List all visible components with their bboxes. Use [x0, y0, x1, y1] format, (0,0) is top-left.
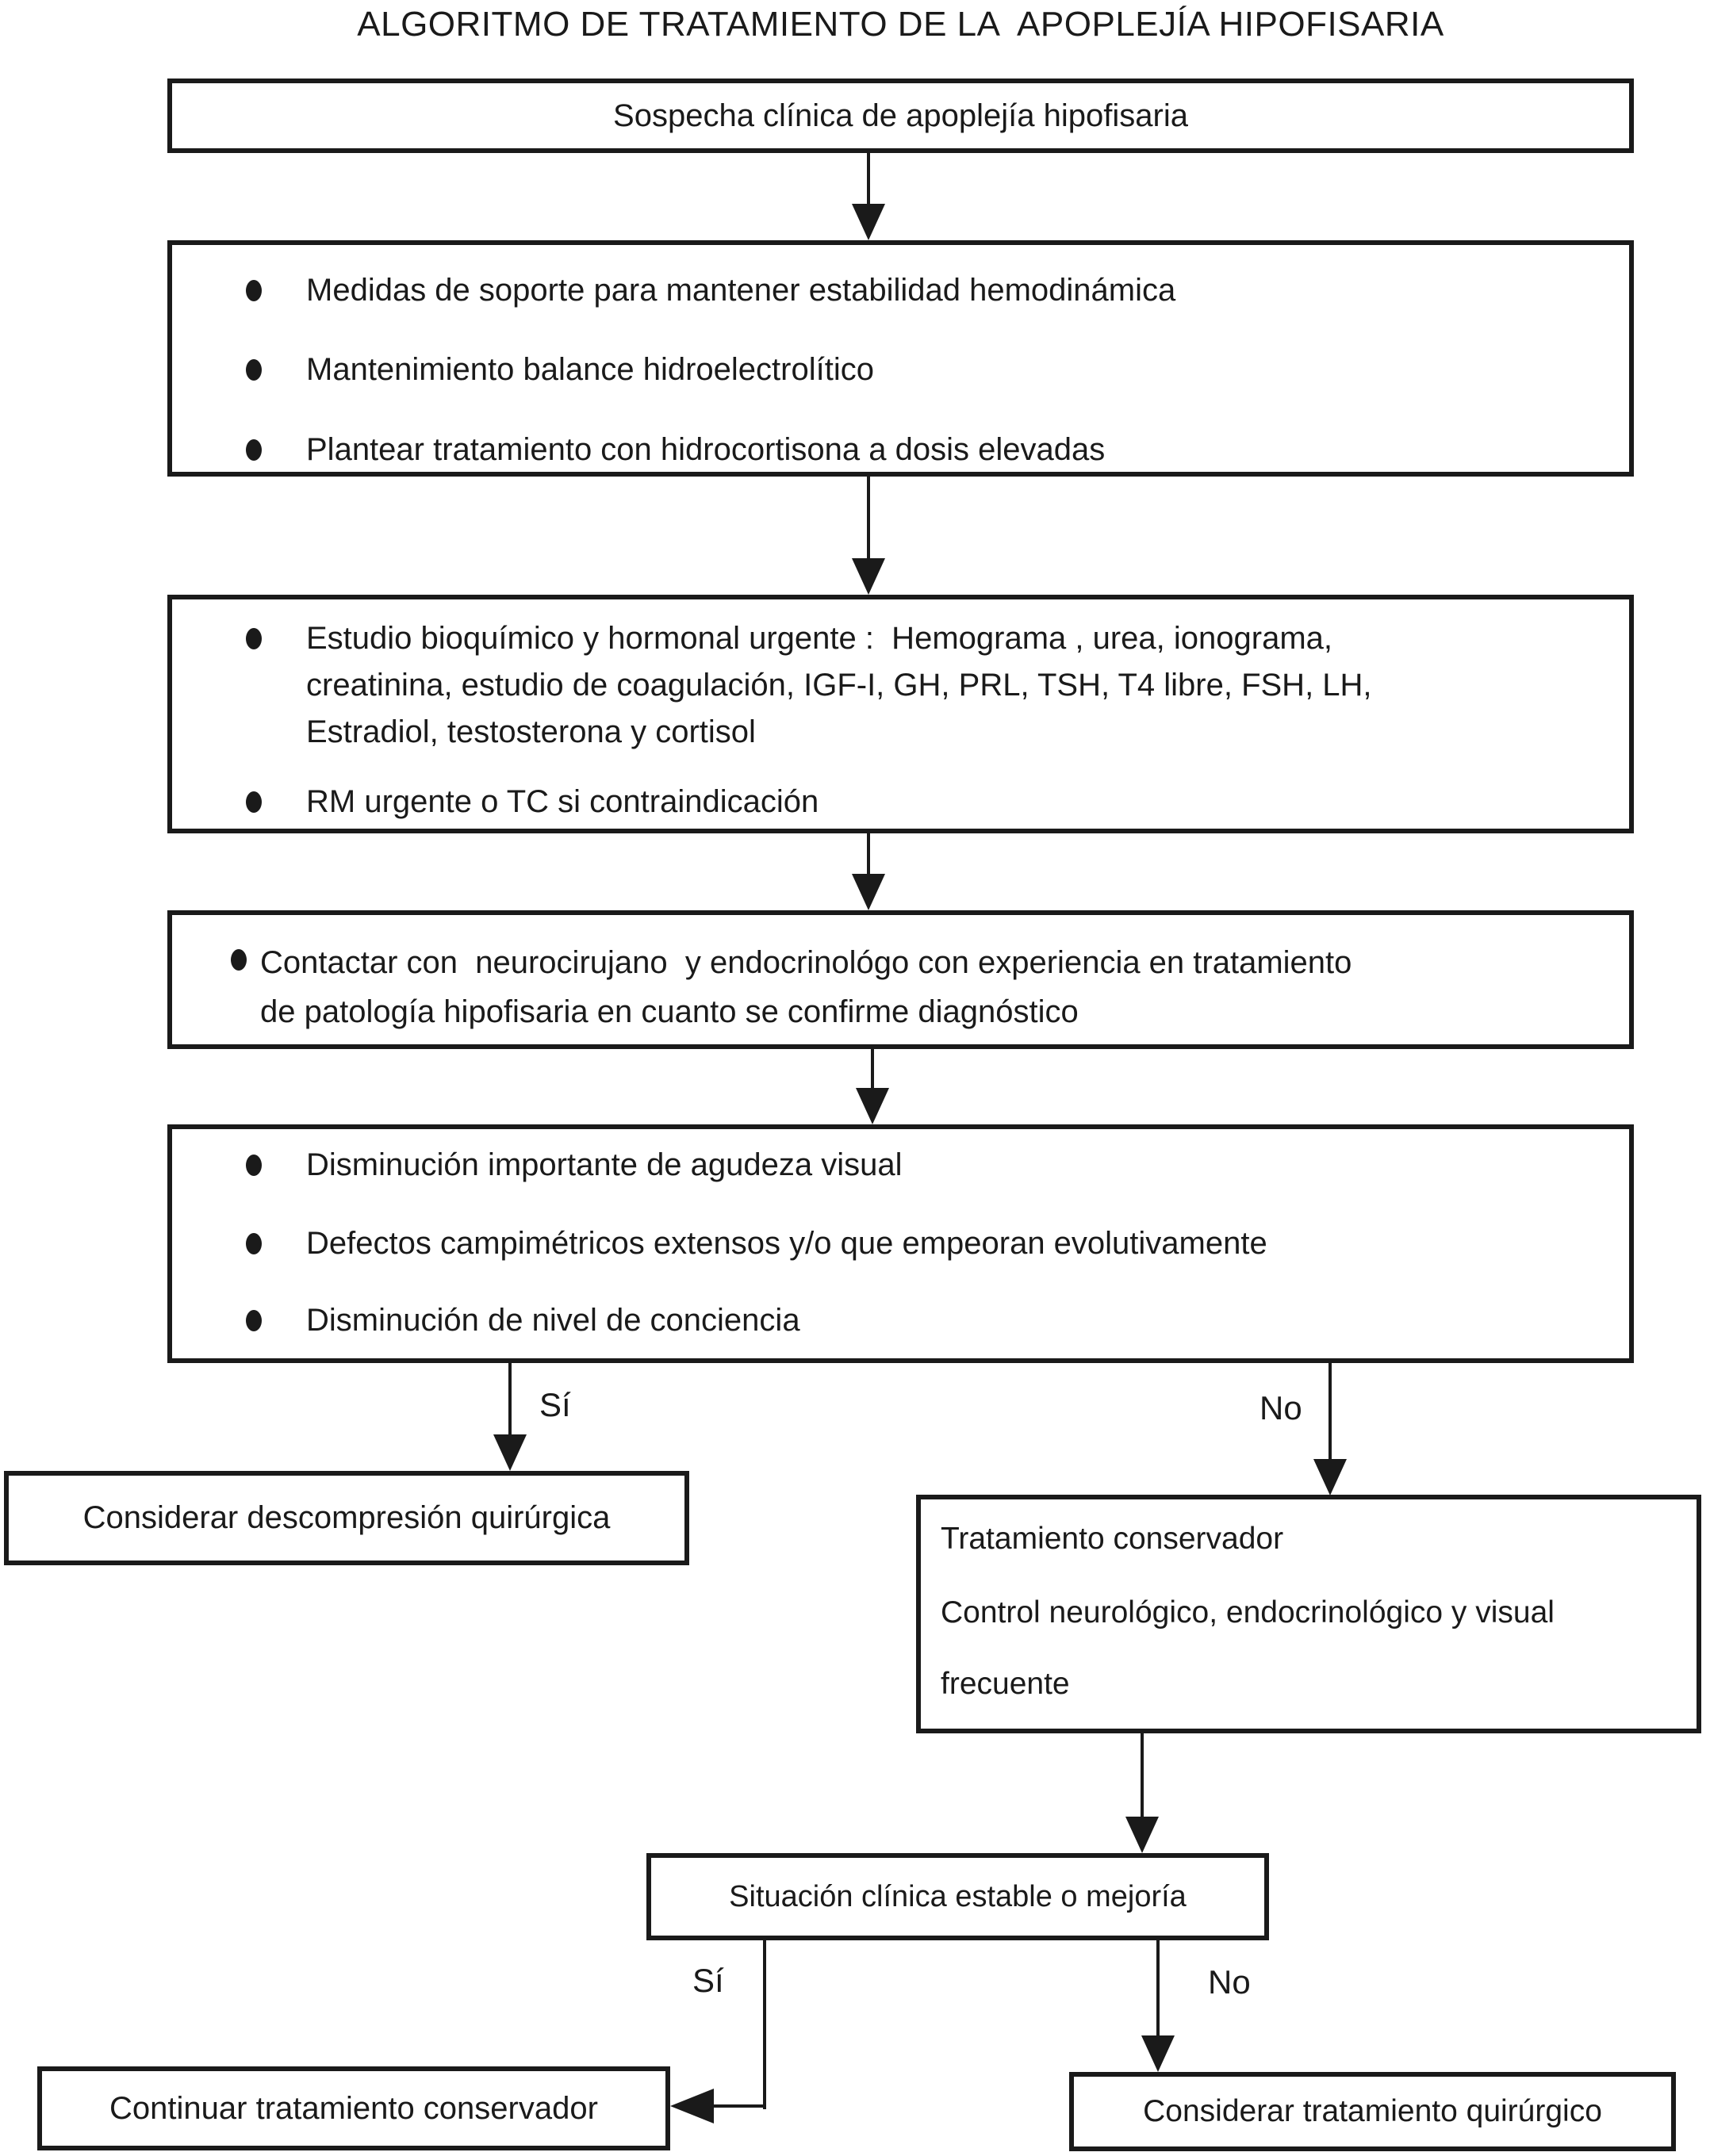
list-item: Mantenimiento balance hidroelectrolítico: [246, 347, 1597, 393]
supportive-bullet-3: Plantear tratamiento con hidrocortisona …: [306, 432, 1106, 467]
bullet-icon: [246, 791, 262, 813]
conservative-line-2: Control neurológico, endocrinológico y v…: [941, 1595, 1555, 1629]
bullet-icon: [246, 439, 262, 461]
arrow-criteria-no-head-icon: [1313, 1459, 1347, 1495]
arrow-support-to-workup-head-icon: [852, 558, 885, 595]
bullet-icon: [246, 359, 262, 381]
list-item: RM urgente o TC si contraindicación: [246, 779, 1582, 825]
criteria-bullet-2: Defectos campimétricos extensos y/o que …: [306, 1226, 1267, 1261]
node-surgical-decompression-label: Considerar descompresión quirúrgica: [82, 1500, 611, 1535]
workup-bullet-2: RM urgente o TC si contraindicación: [306, 784, 819, 819]
node-consider-surgery-label: Considerar tratamiento quirúrgico: [1143, 2094, 1602, 2128]
contact-bullet-1: Contactar con neurocirujano y endocrinol…: [260, 945, 1352, 1029]
yes-label-criteria: Sí: [539, 1386, 571, 1423]
supportive-bullet-1: Medidas de soporte para mantener estabil…: [306, 273, 1176, 308]
node-surgical-decompression: Considerar descompresión quirúrgica: [4, 1471, 689, 1565]
node-suspicion-label: Sospecha clínica de apoplejía hipofisari…: [613, 98, 1188, 133]
arrow-workup-to-contact-head-icon: [852, 874, 885, 910]
arrow-criteria-yes-head-icon: [493, 1434, 527, 1471]
arrow-contact-to-criteria-line: [871, 1049, 874, 1090]
no-label-criteria: No: [1259, 1389, 1302, 1426]
criteria-bullet-1: Disminución importante de agudeza visual: [306, 1147, 903, 1182]
list-item: Defectos campimétricos extensos y/o que …: [246, 1220, 1597, 1267]
no-label-stability: No: [1208, 1963, 1251, 2001]
bullet-icon: [231, 949, 247, 971]
criteria-bullet-3: Disminución de nivel de conciencia: [306, 1303, 800, 1338]
node-consider-surgery: Considerar tratamiento quirúrgico: [1069, 2072, 1676, 2151]
arrow-stability-no-line: [1156, 1940, 1160, 2035]
bullet-icon: [246, 280, 262, 301]
arrow-stability-yes-hline: [706, 2104, 766, 2108]
node-urgent-workup: Estudio bioquímico y hormonal urgente : …: [167, 595, 1634, 833]
arrow-stability-no-head-icon: [1141, 2035, 1175, 2072]
node-conservative-treatment: Tratamiento conservador Control neurológ…: [916, 1495, 1701, 1733]
arrow-stability-yes-vline: [763, 1940, 766, 2109]
arrow-suspicion-to-support-head-icon: [852, 204, 885, 240]
arrow-conservative-to-stability-line: [1141, 1733, 1144, 1817]
list-item: Plantear tratamiento con hidrocortisona …: [246, 427, 1597, 473]
conservative-line-1: Tratamiento conservador: [941, 1522, 1284, 1556]
node-severity-criteria: Disminución importante de agudeza visual…: [167, 1124, 1634, 1363]
node-clinical-stability: Situación clínica estable o mejoría: [646, 1853, 1269, 1940]
list-item: Contactar con neurocirujano y endocrinol…: [231, 938, 1605, 1036]
yes-label-stability: Sí: [692, 1962, 724, 1999]
node-continue-conservative: Continuar tratamiento conservador: [37, 2066, 670, 2150]
arrow-support-to-workup-line: [867, 477, 870, 558]
supportive-bullet-2: Mantenimiento balance hidroelectrolítico: [306, 352, 874, 387]
node-contact-specialists: Contactar con neurocirujano y endocrinol…: [167, 910, 1634, 1049]
node-clinical-stability-label: Situación clínica estable o mejoría: [729, 1879, 1187, 1913]
node-supportive-measures: Medidas de soporte para mantener estabil…: [167, 240, 1634, 477]
workup-bullet-1: Estudio bioquímico y hormonal urgente : …: [306, 621, 1372, 749]
node-continue-conservative-label: Continuar tratamiento conservador: [109, 2090, 598, 2126]
arrow-suspicion-to-support-line: [867, 153, 870, 205]
arrow-criteria-no-line: [1329, 1363, 1332, 1461]
bullet-icon: [246, 1310, 262, 1331]
bullet-icon: [246, 1233, 262, 1254]
arrow-criteria-yes-line: [508, 1363, 512, 1436]
diagram-title: ALGORITMO DE TRATAMIENTO DE LA APOPLEJÍA…: [357, 5, 1444, 44]
list-item: Disminución de nivel de conciencia: [246, 1297, 1597, 1344]
list-item: Disminución importante de agudeza visual: [246, 1142, 1597, 1189]
conservative-line-3: frecuente: [941, 1667, 1070, 1701]
bullet-icon: [246, 1155, 262, 1176]
node-suspicion: Sospecha clínica de apoplejía hipofisari…: [167, 79, 1634, 153]
arrow-stability-yes-head-icon: [670, 2089, 714, 2123]
arrow-workup-to-contact-line: [867, 833, 870, 877]
arrow-contact-to-criteria-head-icon: [856, 1088, 889, 1124]
list-item: Medidas de soporte para mantener estabil…: [246, 267, 1597, 314]
list-item: Estudio bioquímico y hormonal urgente : …: [246, 615, 1582, 756]
arrow-conservative-to-stability-head-icon: [1125, 1817, 1159, 1853]
bullet-icon: [246, 628, 262, 649]
